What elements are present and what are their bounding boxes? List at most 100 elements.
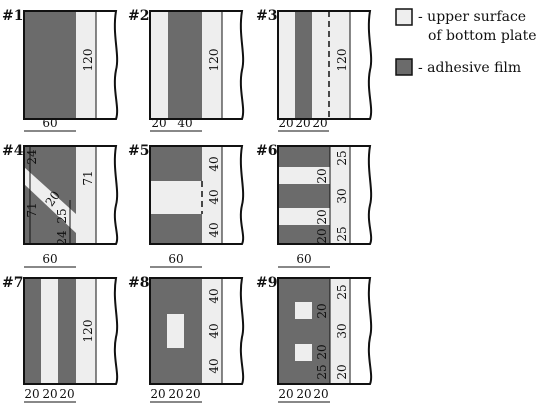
panel-2: #2 120 20 40 (128, 8, 245, 132)
dim-width: 20 (278, 387, 293, 401)
dim-segment: 40 (207, 156, 221, 171)
dim-width: 20 (59, 387, 74, 401)
dim-width: 60 (168, 252, 183, 266)
plate-outline (277, 10, 373, 120)
plate-surface (330, 146, 350, 244)
panel-1: #1 120 60 (2, 8, 119, 132)
dim-width: 60 (296, 252, 311, 266)
panel-5: #5 40 40 40 60 (128, 143, 245, 268)
dim-gap: 20 (312, 116, 327, 130)
dim-segment: 40 (207, 288, 221, 303)
panel-6: #6 20 25 20 30 20 25 60 (256, 143, 373, 268)
dim-width: 20 (313, 387, 328, 401)
dim-segment: 20 (315, 303, 329, 318)
panel-label: #6 (256, 143, 277, 159)
plate-outline (23, 145, 119, 245)
dim-length: 120 (81, 320, 95, 343)
panel-label: #3 (256, 8, 277, 24)
dim-segment: 30 (335, 323, 349, 338)
square-gap (295, 302, 312, 319)
legend-swatch-adhesive (395, 58, 413, 76)
dim-length: 71 (81, 170, 95, 185)
adhesive-film (278, 146, 330, 244)
panel-7: #7 120 20 20 20 (2, 275, 119, 403)
plate-surface (278, 11, 295, 119)
dim-top-offset: 24 (25, 149, 39, 165)
legend-label-surface-cont: of bottom plate (428, 28, 537, 44)
plate-surface (150, 11, 168, 119)
dim-segment: 20 (315, 168, 329, 183)
panel-label: #9 (256, 275, 277, 291)
plate-surface (76, 146, 96, 244)
dim-width: 40 (177, 116, 192, 130)
plate-surface (202, 146, 222, 244)
dim-gap: 20 (151, 116, 166, 130)
dim-segment: 20 (315, 344, 329, 359)
plate-surface (202, 278, 222, 384)
dim-length: 120 (207, 49, 221, 72)
dim-segment: 25 (335, 284, 349, 299)
gap-strip (41, 278, 58, 384)
plate-surface (330, 278, 350, 384)
plate-outline (149, 10, 245, 120)
dim-segment: 20 (335, 364, 349, 379)
dim-left-length: 71 (25, 202, 39, 217)
dim-segment: 25 (335, 150, 349, 165)
panel-9: #9 20 25 20 30 25 20 20 20 20 (256, 275, 373, 403)
legend-swatch-surface (395, 8, 413, 26)
dim-segment: 25 (315, 364, 329, 379)
gap-strip (278, 167, 330, 184)
square-gap (167, 314, 184, 348)
diagonal-gap (24, 167, 76, 233)
plate-surface (312, 11, 350, 119)
dim-segment: 40 (207, 189, 221, 204)
plate-outline (277, 145, 373, 245)
dim-bottom-offset: 24 (55, 230, 69, 246)
panel-label: #5 (128, 143, 149, 159)
legend: - upper surface of bottom plate - adhesi… (395, 8, 537, 76)
dim-segment: 40 (207, 323, 221, 338)
dim-width: 20 (24, 387, 39, 401)
panel-3: #3 120 20 20 20 (256, 8, 373, 132)
dim-segment: 25 (335, 226, 349, 241)
panel-label: #4 (2, 143, 24, 159)
plate-outline (277, 277, 373, 385)
plate-outline (23, 10, 119, 120)
panel-4: #4 71 24 71 20 25 24 60 (2, 143, 119, 268)
plate-outline (23, 277, 119, 385)
adhesive-film (278, 278, 330, 384)
panel-label: #2 (128, 8, 149, 24)
gap-strip (150, 181, 202, 214)
dim-width: 20 (150, 387, 165, 401)
dim-width: 20 (295, 116, 310, 130)
dim-segment: 20 (315, 228, 329, 243)
dim-width: 60 (42, 116, 57, 130)
dim-right-gap: 25 (55, 208, 69, 223)
dim-length: 120 (335, 49, 349, 72)
panel-8: #8 40 40 40 20 20 20 (128, 275, 245, 403)
panel-label: #8 (128, 275, 149, 291)
dim-gap: 20 (168, 387, 183, 401)
dim-gap: 20 (42, 387, 57, 401)
plate-outline (149, 277, 245, 385)
adhesive-film (295, 11, 312, 119)
legend-label-surface: - upper surface (418, 9, 526, 25)
dim-segment: 40 (207, 358, 221, 373)
plate-outline (149, 145, 245, 245)
dim-width: 60 (42, 252, 57, 266)
legend-label-adhesive: - adhesive film (418, 60, 521, 76)
adhesive-film (24, 11, 76, 119)
dim-segment: 30 (335, 188, 349, 203)
adhesive-film (168, 11, 202, 119)
gap-strip (278, 208, 330, 225)
dim-segment: 40 (207, 222, 221, 237)
dim-gap: 20 (278, 116, 293, 130)
panel-label: #1 (2, 8, 23, 24)
dim-gap: 20 (296, 387, 311, 401)
plate-surface (202, 11, 222, 119)
dim-length: 120 (81, 49, 95, 72)
square-gap (295, 344, 312, 361)
plate-surface (76, 278, 96, 384)
dim-width: 20 (185, 387, 200, 401)
